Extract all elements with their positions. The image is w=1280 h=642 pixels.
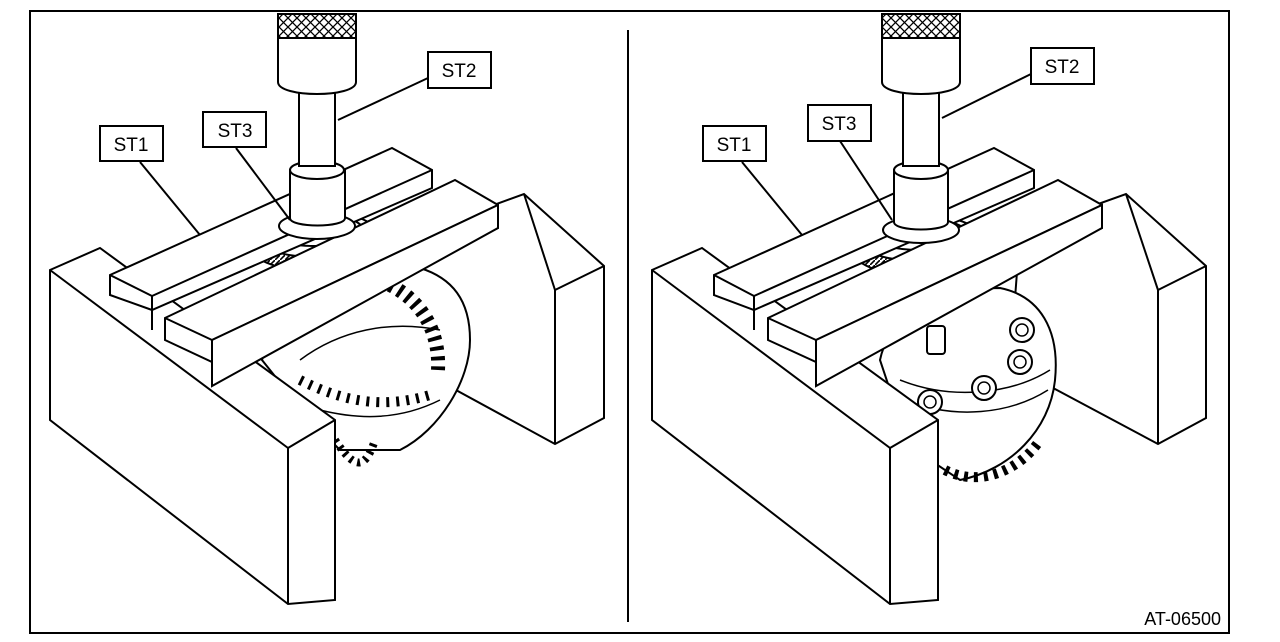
st2-st3-press xyxy=(277,13,357,240)
callout-st1-right: ST1 xyxy=(702,125,803,236)
svg-text:ST1: ST1 xyxy=(717,135,752,156)
figure-id-label: AT-06500 xyxy=(1144,609,1221,629)
svg-text:ST2: ST2 xyxy=(442,61,477,82)
svg-text:ST3: ST3 xyxy=(822,114,857,135)
callout-st3-right: ST3 xyxy=(807,104,893,221)
left-panel: ST1 ST3 ST2 xyxy=(49,13,605,606)
callout-st1-left: ST1 xyxy=(99,125,201,236)
right-panel: ST1 ST3 ST2 xyxy=(651,13,1207,606)
st2-st3-press xyxy=(881,13,961,244)
callout-st2-left: ST2 xyxy=(337,51,492,121)
figure-border xyxy=(29,10,1230,634)
st1-plates xyxy=(109,146,499,388)
callout-st3-left: ST3 xyxy=(202,111,291,221)
svg-text:ST3: ST3 xyxy=(218,121,253,142)
front-support-block xyxy=(651,246,939,606)
svg-text:ST1: ST1 xyxy=(114,135,149,156)
front-support-block xyxy=(49,246,336,606)
svg-text:ST2: ST2 xyxy=(1045,57,1080,78)
callout-st2-right: ST2 xyxy=(941,47,1095,119)
